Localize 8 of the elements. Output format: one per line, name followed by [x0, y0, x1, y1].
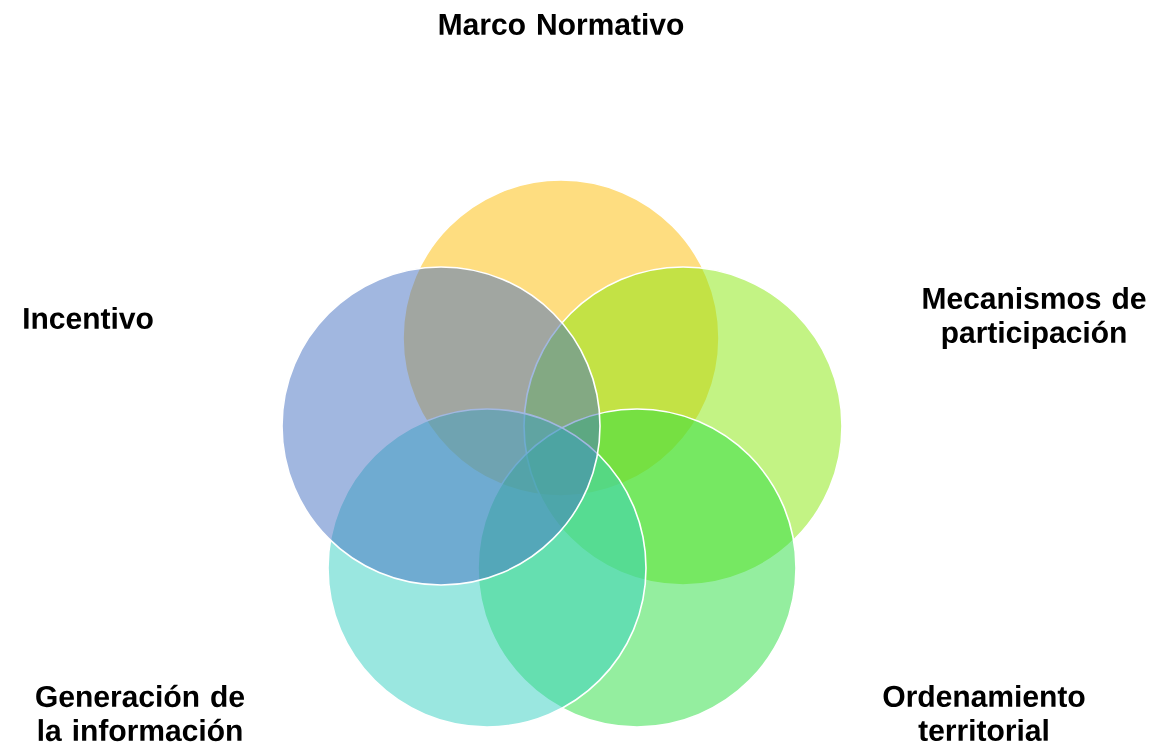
venn-circle	[477, 408, 797, 728]
venn-circle	[281, 266, 601, 586]
circle-label: Mecanismos de participación	[923, 287, 1146, 349]
circle-label: Marco Normativo	[439, 12, 684, 35]
circle-label: Generación de la información	[36, 684, 244, 742]
circle-label: Incentivo	[24, 306, 153, 329]
circle-label: Ordenamiento territorial	[883, 684, 1085, 741]
venn-circle	[327, 408, 647, 728]
